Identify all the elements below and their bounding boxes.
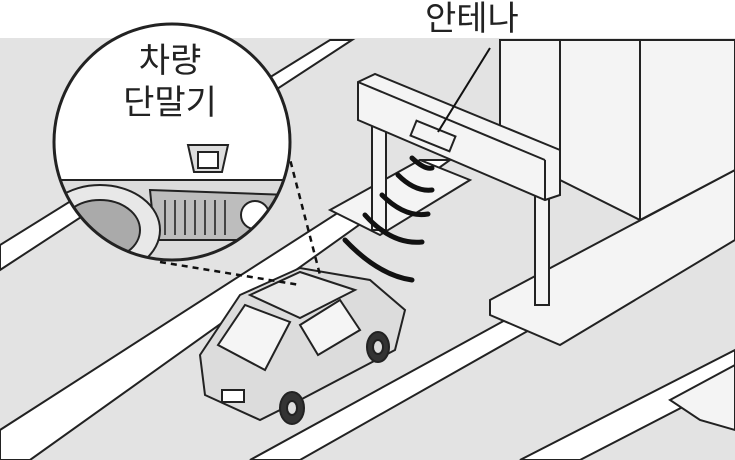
vehicle-terminal-label-line1: 차량 — [138, 41, 202, 81]
car — [198, 266, 407, 425]
vehicle-terminal-label-line2: 단말기 — [123, 83, 217, 123]
radio-waves — [342, 155, 435, 283]
callout-lines — [159, 139, 322, 287]
antenna-label: 안테나 — [425, 0, 519, 39]
